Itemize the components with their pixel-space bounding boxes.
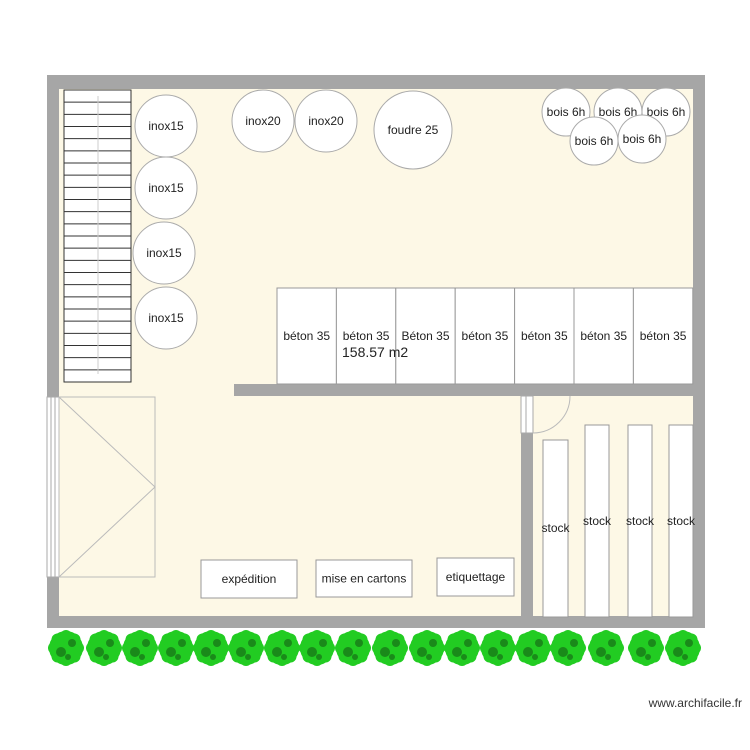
tree-icon (409, 630, 445, 666)
stock-rack: stock (583, 424, 612, 618)
stock-rack: stock (541, 439, 571, 618)
tree-icon (299, 630, 335, 666)
concrete-tank-label: béton 35 (640, 329, 687, 343)
tank-inox20: inox20 (231, 89, 295, 153)
barrel-label: bois 6h (623, 132, 662, 146)
stock-rack: stock (626, 424, 655, 618)
foudre-tank: foudre 25 (373, 90, 453, 170)
tree-icon (122, 630, 158, 666)
tree-icon (444, 630, 480, 666)
tank-inox15: inox15 (134, 94, 198, 158)
window-left (46, 396, 60, 578)
concrete-tank-label: béton 35 (580, 329, 627, 343)
barrel-label: bois 6h (599, 105, 638, 119)
tree-icon (372, 630, 408, 666)
staircase (63, 89, 132, 383)
hedge (48, 630, 701, 666)
tank-inox15-label: inox15 (148, 311, 184, 325)
concrete-tank: béton 35 (632, 287, 694, 385)
stock-rack-label: stock (541, 521, 570, 535)
area-label: 158.57 m2 (342, 344, 408, 360)
workstation-labelling: etiquettage (436, 557, 515, 597)
tree-icon (335, 630, 371, 666)
foudre-tank-label: foudre 25 (388, 123, 439, 137)
barrel-label: bois 6h (547, 105, 586, 119)
tree-icon (48, 630, 84, 666)
concrete-tank-label: Béton 35 (401, 329, 449, 343)
barrel: bois 6h (617, 114, 667, 164)
tree-icon (193, 630, 229, 666)
tank-inox15: inox15 (134, 156, 198, 220)
tree-icon (480, 630, 516, 666)
concrete-tank-label: béton 35 (521, 329, 568, 343)
tank-inox20: inox20 (294, 89, 358, 153)
stock-rack-label: stock (667, 514, 696, 528)
tree-icon (86, 630, 122, 666)
loading-door (58, 396, 156, 578)
walls (47, 75, 705, 628)
concrete-tank: béton 35 (335, 287, 397, 385)
tree-icon (158, 630, 194, 666)
barrel-label: bois 6h (647, 105, 686, 119)
barrel: bois 6h (569, 116, 619, 166)
stock-rack: stock (667, 424, 696, 618)
concrete-tank: béton 35 (573, 287, 634, 385)
workstation-shipping-label: expédition (222, 572, 277, 586)
concrete-tank-label: béton 35 (343, 329, 390, 343)
concrete-tank: béton 35 (454, 287, 516, 385)
tank-inox15: inox15 (132, 221, 196, 285)
concrete-tank: Béton 35 (395, 287, 456, 385)
tree-icon (228, 630, 264, 666)
tank-inox20-label: inox20 (308, 114, 344, 128)
concrete-tank-label: béton 35 (462, 329, 509, 343)
watermark: www.archifacile.fr (648, 696, 742, 710)
tank-inox15-label: inox15 (146, 246, 182, 260)
tree-icon (628, 630, 664, 666)
tank-inox20-label: inox20 (245, 114, 281, 128)
concrete-tank: béton 35 (514, 287, 575, 385)
tree-icon (550, 630, 586, 666)
tree-icon (588, 630, 624, 666)
concrete-tank-label: béton 35 (283, 329, 330, 343)
stock-rack-label: stock (626, 514, 655, 528)
barrel-label: bois 6h (575, 134, 614, 148)
tank-inox15-label: inox15 (148, 119, 184, 133)
workstation-labelling-label: etiquettage (446, 570, 506, 584)
workstation-boxing-label: mise en cartons (322, 572, 407, 586)
door-right (520, 395, 571, 434)
tank-inox15: inox15 (134, 286, 198, 350)
tree-icon (665, 630, 701, 666)
stock-rack-label: stock (583, 514, 612, 528)
workstation-shipping: expédition (200, 559, 298, 599)
tank-inox15-label: inox15 (148, 181, 184, 195)
tree-icon (264, 630, 300, 666)
concrete-tank: béton 35 (276, 287, 337, 385)
workstation-boxing: mise en cartons (315, 559, 413, 598)
tree-icon (515, 630, 551, 666)
